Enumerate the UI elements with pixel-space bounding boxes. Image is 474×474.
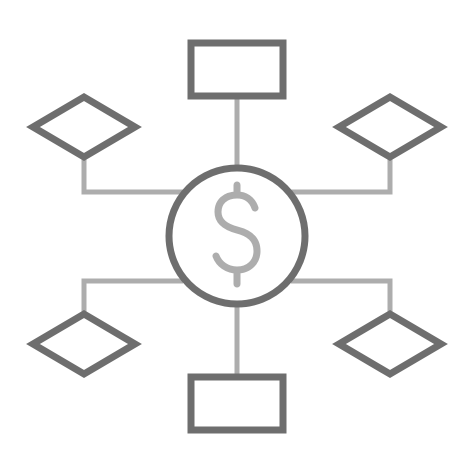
process-box-bottom	[187, 373, 287, 434]
decision-diamond-top-left	[26, 92, 142, 162]
dollar-sign-s-curve	[212, 191, 261, 274]
decision-diamond-top-right	[332, 92, 448, 162]
connector-top-right	[291, 158, 393, 195]
dollar-sign-icon	[212, 181, 261, 288]
connector-top-left	[81, 158, 183, 195]
connector-bottom-left	[81, 278, 183, 313]
center-coin-circle	[165, 164, 309, 308]
process-box-top	[187, 39, 287, 100]
decision-diamond-bottom-left	[26, 309, 142, 379]
connector-bottom-right	[291, 278, 393, 313]
connector-lines	[81, 97, 393, 375]
decision-diamond-bottom-right	[332, 309, 448, 379]
